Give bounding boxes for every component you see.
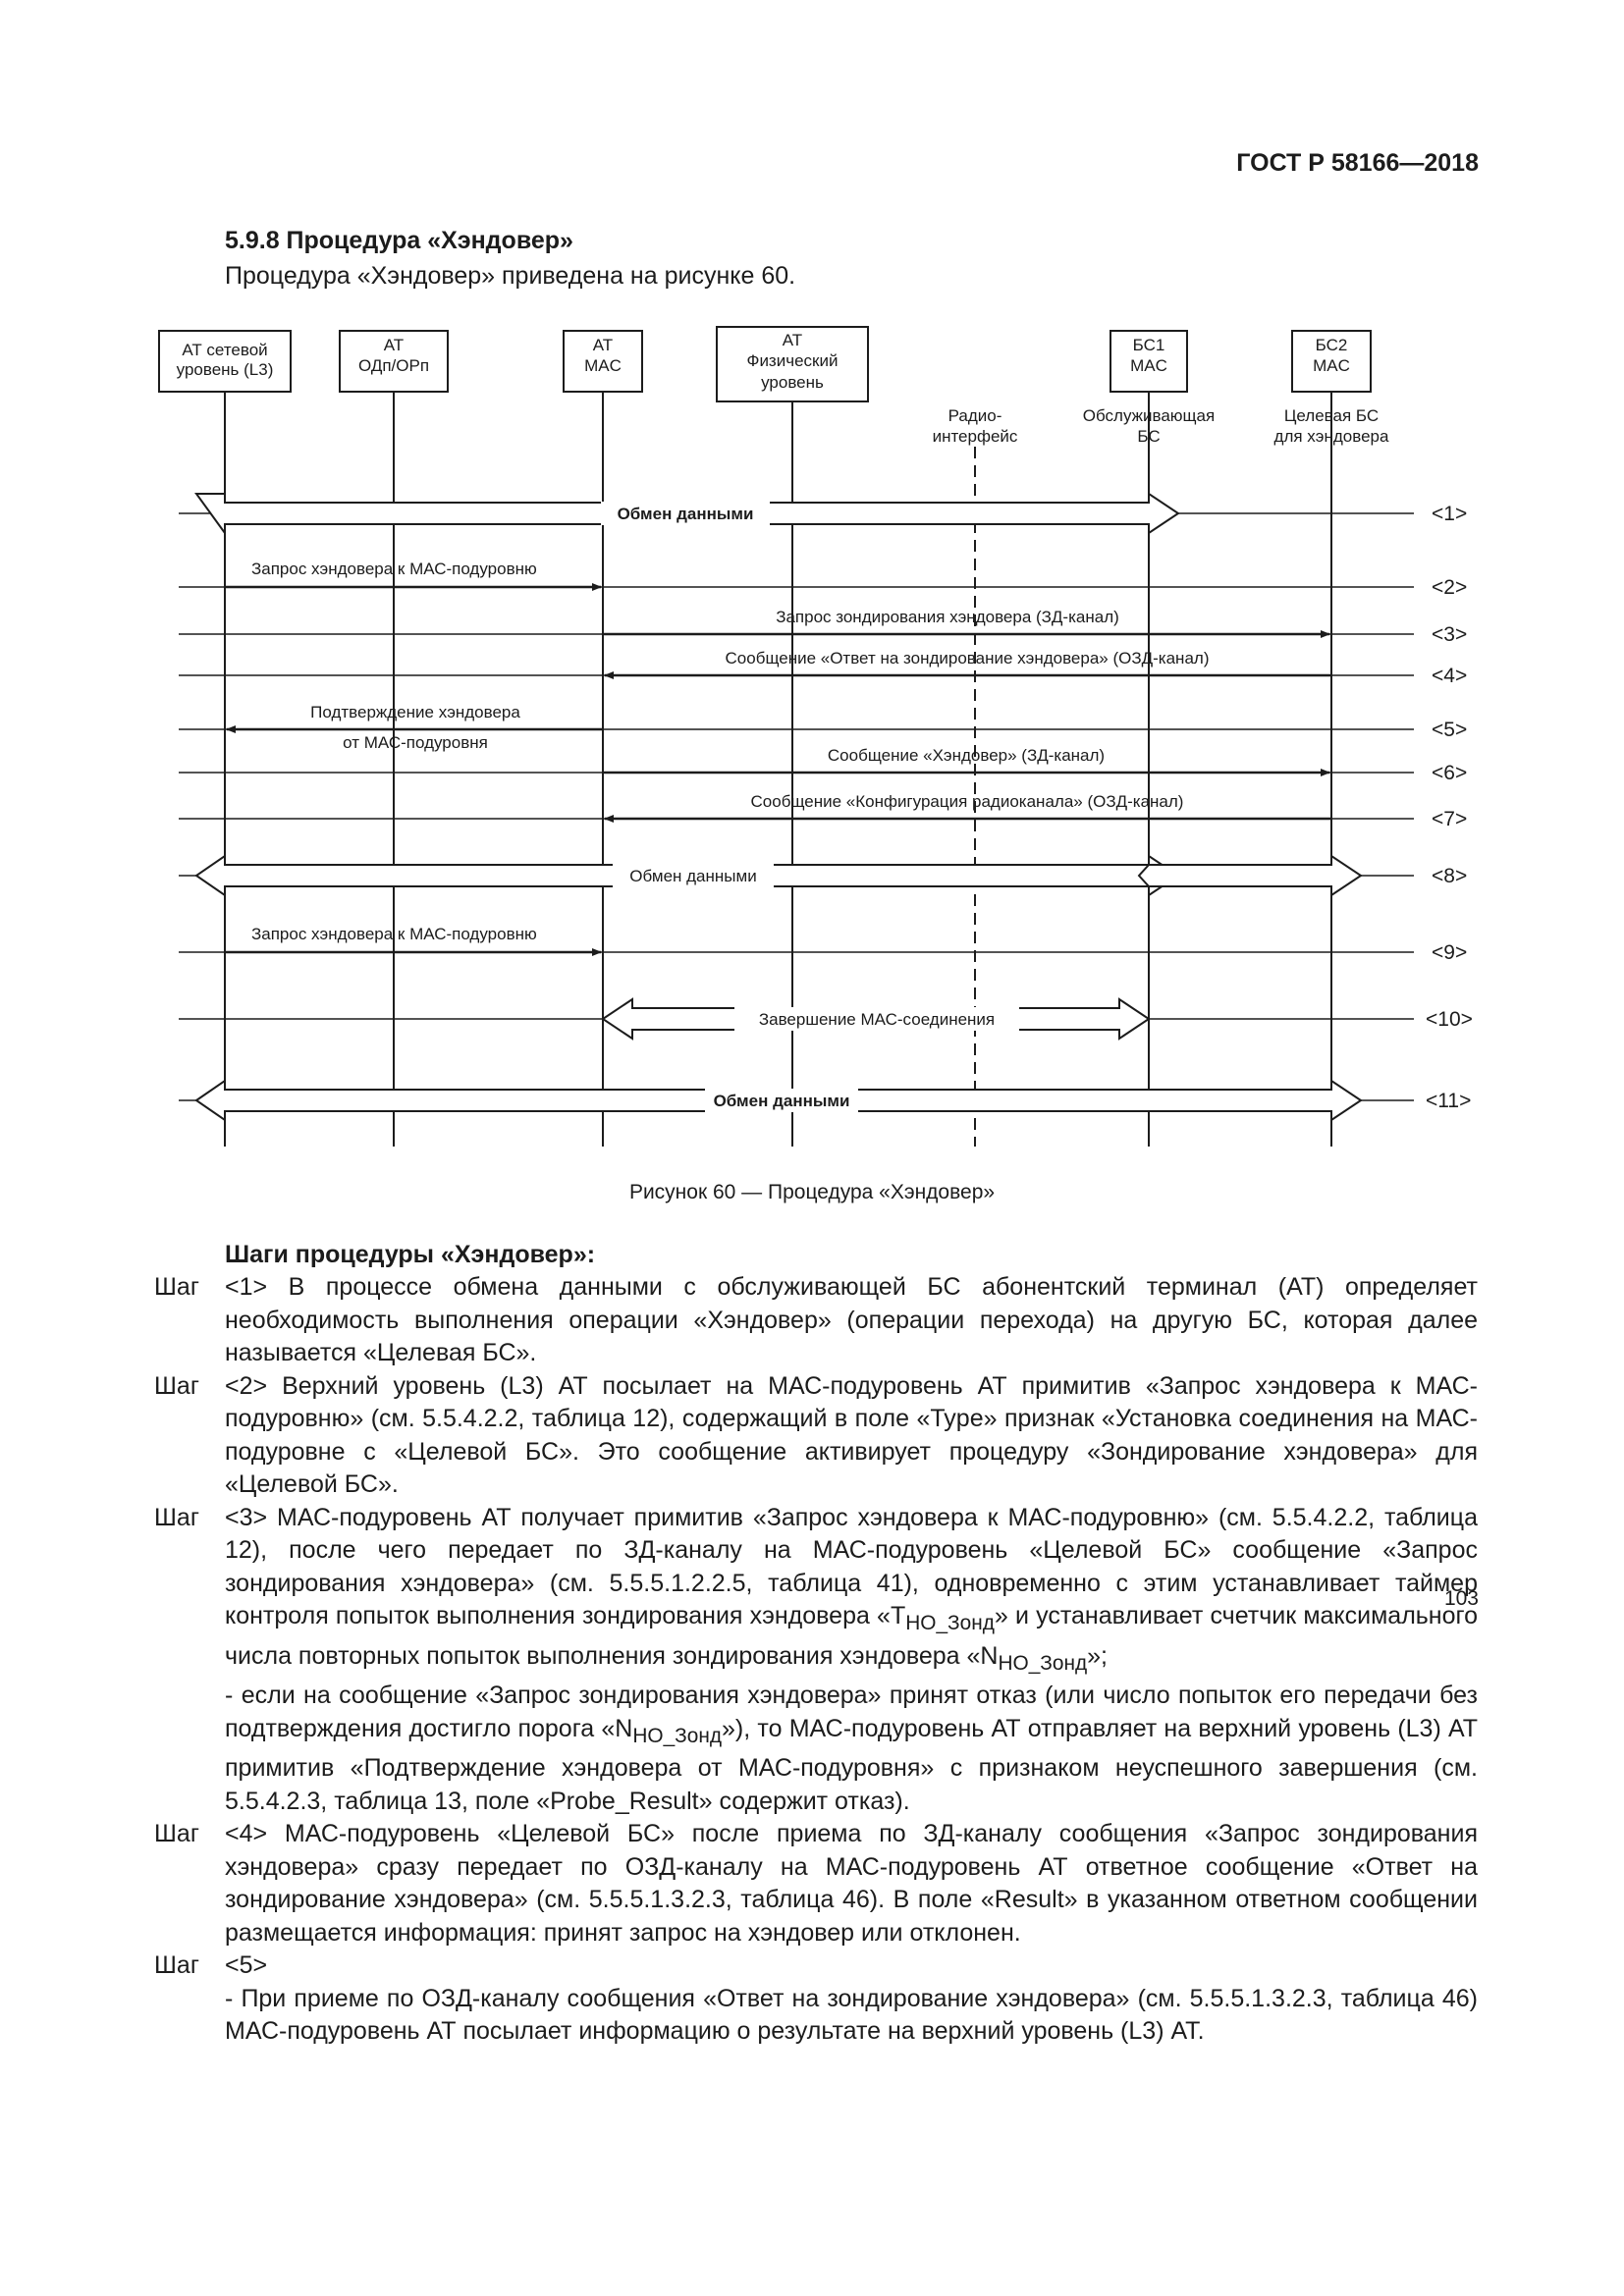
entity-label: Физический xyxy=(747,351,839,370)
step-3: Шаг <3> МАС-подуровень АТ получает прими… xyxy=(154,1502,1478,1681)
entity-at-odp: АТ ОДп/ОРп xyxy=(339,330,449,393)
step-4: Шаг <4> МАС-подуровень «Целевой БС» посл… xyxy=(154,1818,1478,1949)
entity-label: MAC xyxy=(584,356,622,375)
step-number: <8> xyxy=(1432,865,1467,887)
step-label: Шаг xyxy=(154,1820,199,1847)
message-radio-config-7: Сообщение «Конфигурация радиоканала» (ОЗ… xyxy=(604,792,1331,823)
step-text: <1> В процессе обмена данными с обслужив… xyxy=(225,1273,1478,1366)
step-number: <5> xyxy=(1432,719,1467,741)
steps-heading: Шаги процедуры «Хэндовер»: xyxy=(225,1241,596,1268)
radio-interface-label: Радио- xyxy=(948,406,1002,425)
radio-interface-label: интерфейс xyxy=(933,427,1018,446)
message-label: Сообщение «Конфигурация радиоканала» (ОЗ… xyxy=(751,792,1184,811)
step-number: <1> xyxy=(1432,503,1467,525)
page-number: 103 xyxy=(1443,1587,1479,1610)
step-label: Шаг xyxy=(154,1951,199,1979)
message-handover-confirm-5: Подтверждение хэндовера от МАС-подуровня xyxy=(226,703,603,752)
target-bs-label: для хэндовера xyxy=(1274,427,1389,446)
target-bs-label: Целевая БС xyxy=(1284,406,1379,425)
section-intro: Процедура «Хэндовер» приведена на рисунк… xyxy=(225,262,796,290)
message-label: Сообщение «Ответ на зондирование хэндове… xyxy=(726,649,1210,667)
step-number: <4> xyxy=(1432,665,1467,687)
entity-label: БС1 xyxy=(1133,336,1165,354)
steps-list: Шаг <1> В процессе обмена данными с обсл… xyxy=(154,1271,1478,2049)
entity-label: уровень (L3) xyxy=(177,360,274,379)
step-number: <9> xyxy=(1432,941,1467,964)
message-data-exchange-1: Обмен данными xyxy=(194,492,1180,537)
step-number: <2> xyxy=(1432,576,1467,599)
step-label: Шаг xyxy=(154,1371,199,1400)
step-1: Шаг <1> В процессе обмена данными с обсл… xyxy=(154,1271,1478,1370)
serving-bs-label: Обслуживающая xyxy=(1083,406,1215,425)
entity-at-mac: АТ MAC xyxy=(563,330,643,393)
message-data-exchange-8: Обмен данными xyxy=(194,854,1363,897)
message-label: Обмен данными xyxy=(618,505,754,523)
step-text: <3> МАС-подуровень АТ получает примитив … xyxy=(225,1503,1478,1675)
step-number: <11> xyxy=(1426,1090,1471,1112)
entity-label: АТ xyxy=(783,331,802,349)
entity-label: MAC xyxy=(1313,356,1350,375)
section-title: 5.9.8 Процедура «Хэндовер» xyxy=(225,227,573,254)
step-text: <4> МАС-подуровень «Целевой БС» после пр… xyxy=(225,1820,1478,1947)
step-text: <2> Верхний уровень (L3) АТ посылает на … xyxy=(225,1371,1478,1499)
message-label: Обмен данными xyxy=(629,867,756,885)
message-mac-termination-10: Завершение МАС-соединения xyxy=(601,997,1151,1041)
entity-label: АТ сетевой xyxy=(182,341,267,359)
message-label: от МАС-подуровня xyxy=(343,733,488,752)
figure-caption: Рисунок 60 — Процедура «Хэндовер» xyxy=(628,1181,996,1203)
message-handover-request-2: Запрос хэндовера к МАС-подуровню xyxy=(225,560,602,591)
step-number: <3> xyxy=(1432,623,1467,646)
step-text: <5> xyxy=(225,1951,268,1979)
entity-label: ОДп/ОРп xyxy=(358,356,429,375)
message-label: Запрос хэндовера к МАС-подуровню xyxy=(251,925,537,943)
message-label: Обмен данными xyxy=(714,1092,850,1110)
entity-at-phy: АТ Физический уровень xyxy=(716,326,869,402)
standard-code: ГОСТ Р 58166—2018 xyxy=(1236,149,1479,177)
entity-label: АТ xyxy=(593,336,613,354)
step-number: <7> xyxy=(1432,808,1467,830)
message-label: Завершение МАС-соединения xyxy=(759,1010,995,1029)
message-label: Подтверждение хэндовера xyxy=(310,703,520,721)
entity-bs1-mac: БС1 MAC xyxy=(1110,330,1188,393)
message-data-exchange-11: Обмен данными xyxy=(194,1079,1363,1122)
step-numbers: <1> <2> <3> <4> <5> <6> <7> <8> <9> <10>… xyxy=(1426,503,1473,1112)
step-3-subitem: - если на сообщение «Запрос зондирования… xyxy=(225,1682,1478,1815)
step-2: Шаг <2> Верхний уровень (L3) АТ посылает… xyxy=(154,1370,1478,1502)
step-5-subitem: - При приеме по ОЗД-каналу сообщения «От… xyxy=(225,1984,1478,2046)
step-number: <10> xyxy=(1426,1008,1473,1031)
message-label: Сообщение «Хэндовер» (ЗД-канал) xyxy=(828,746,1105,765)
step-number: <6> xyxy=(1432,762,1467,784)
entity-at-network-layer: АТ сетевой уровень (L3) xyxy=(158,330,292,393)
step-label: Шаг xyxy=(154,1273,199,1301)
entity-label: MAC xyxy=(1130,356,1167,375)
message-handover-6: Сообщение «Хэндовер» (ЗД-канал) xyxy=(603,746,1330,776)
entity-label: АТ xyxy=(384,336,404,354)
serving-bs-label: БС xyxy=(1137,427,1160,446)
entity-bs2-mac: БС2 MAC xyxy=(1291,330,1372,393)
message-label: Запрос хэндовера к МАС-подуровню xyxy=(251,560,537,578)
entity-label: БС2 xyxy=(1316,336,1348,354)
message-probe-response-4: Сообщение «Ответ на зондирование хэндове… xyxy=(604,649,1331,679)
message-probe-request-3: Запрос зондирования хэндовера (ЗД-канал) xyxy=(603,608,1330,638)
message-label: Запрос зондирования хэндовера (ЗД-канал) xyxy=(776,608,1119,626)
step-5: Шаг <5> xyxy=(154,1949,1478,1983)
handover-sequence-diagram: АТ сетевой уровень (L3) АТ ОДп/ОРп АТ MA… xyxy=(158,326,1473,1147)
step-label: Шаг xyxy=(154,1503,199,1531)
message-handover-request-9: Запрос хэндовера к МАС-подуровню xyxy=(225,925,602,956)
entity-label: уровень xyxy=(761,373,824,392)
